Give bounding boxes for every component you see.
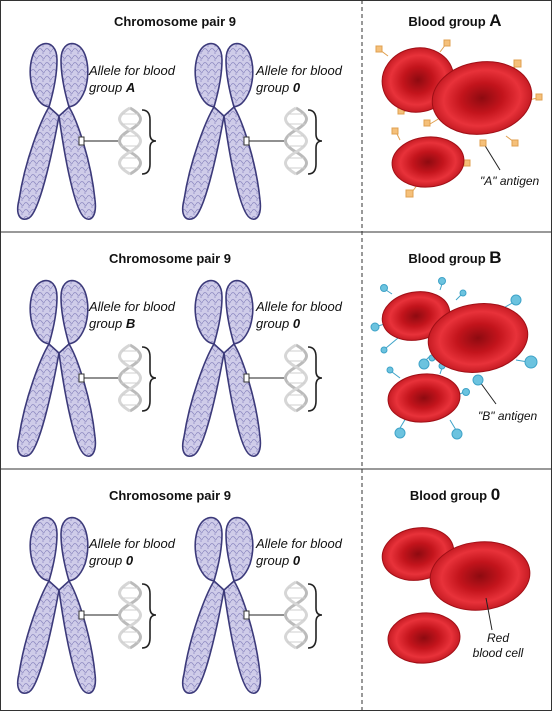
brace <box>307 109 323 175</box>
annotation-pointer-line <box>483 143 501 171</box>
annotation-pointer-line <box>479 381 497 405</box>
antigen-a-marker <box>479 139 487 147</box>
chromosome-right <box>181 279 262 458</box>
chromosome-right <box>181 516 262 695</box>
gene-locus-marker <box>78 136 85 146</box>
brace <box>307 346 323 412</box>
panel-blood-group-a: Chromosome pair 9 Blood group A Allele f… <box>16 11 543 220</box>
panel-blood-group-0: Chromosome pair 9 Blood group 0 Allele f… <box>16 485 531 695</box>
gene-locus-marker <box>78 610 85 620</box>
chromosome-pair-title: Chromosome pair 9 <box>114 14 236 29</box>
red-blood-cell <box>391 136 465 188</box>
chromosome-pair-title: Chromosome pair 9 <box>109 488 231 503</box>
dna-helix <box>118 106 142 176</box>
red-blood-cell <box>387 612 461 664</box>
red-blood-cell <box>387 373 461 423</box>
dna-helix <box>284 580 308 650</box>
antigen-a-label: "A" antigen <box>480 174 540 188</box>
blood-group-title: Blood group 0 <box>410 485 500 504</box>
gene-locus-marker <box>243 610 250 620</box>
chromosome-left <box>16 516 97 695</box>
dna-helix <box>118 580 142 650</box>
chromosome-right <box>181 42 262 220</box>
brace <box>141 346 157 412</box>
brace <box>307 583 323 649</box>
brace <box>141 583 157 649</box>
gene-locus-marker <box>243 136 250 146</box>
red-blood-cell <box>429 541 531 611</box>
red-blood-cell <box>427 303 529 373</box>
annotation-pointer-line <box>485 597 493 631</box>
antigen-b-marker <box>472 374 484 386</box>
dna-helix <box>284 343 308 413</box>
blood-group-title: Blood group B <box>408 248 501 267</box>
gene-locus-marker <box>243 373 250 383</box>
antigen-b-label: "B" antigen <box>478 409 538 423</box>
dna-helix <box>284 106 308 176</box>
chromosome-pair-title: Chromosome pair 9 <box>109 251 231 266</box>
panel-blood-group-b: Chromosome pair 9 Blood group B Allele f… <box>16 248 538 458</box>
gene-locus-marker <box>78 373 85 383</box>
chromosome-left <box>16 42 97 220</box>
chromosome-left <box>16 279 97 458</box>
red-blood-cell <box>431 61 533 135</box>
dna-helix <box>118 343 142 413</box>
brace <box>141 109 157 175</box>
blood-group-title: Blood group A <box>408 11 501 30</box>
